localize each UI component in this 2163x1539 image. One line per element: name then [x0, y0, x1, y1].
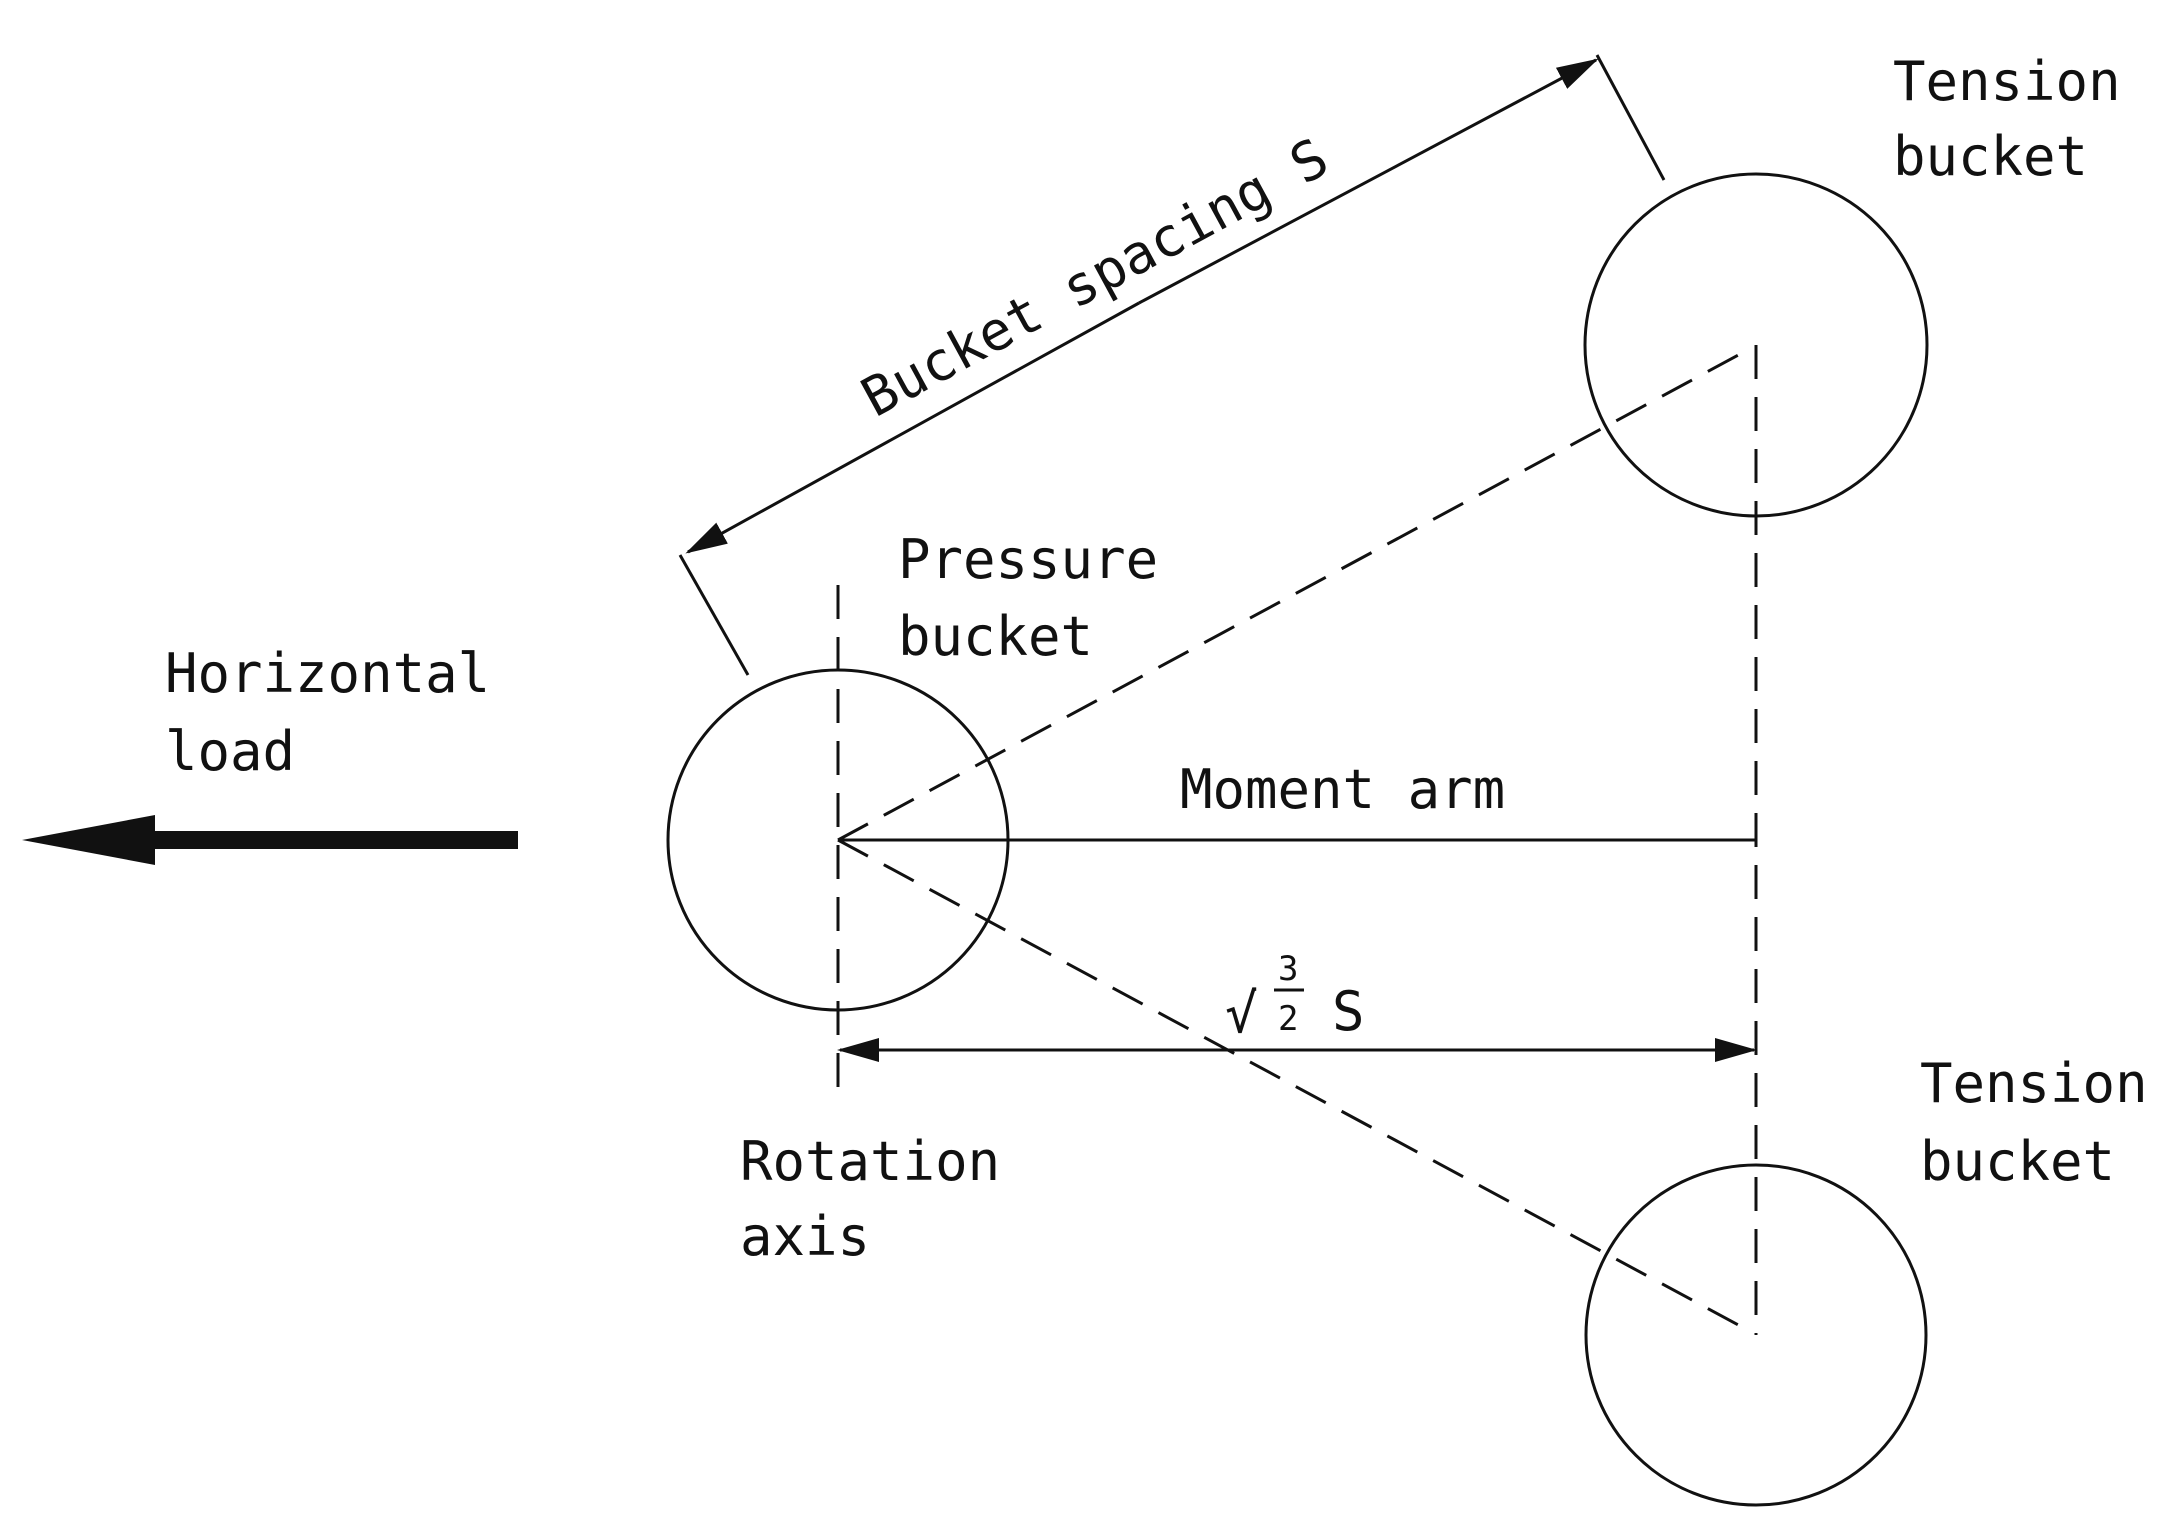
tension-bucket-top-label-line1: Tension — [1893, 50, 2121, 113]
tension-bucket-bottom-label-line2: bucket — [1920, 1130, 2115, 1193]
tension-bucket-bottom-circle — [1584, 1163, 1928, 1507]
pressure-bucket-label-line2: bucket — [898, 605, 1093, 668]
dashed-line-to-bottom-bucket — [837, 838, 1745, 1330]
rotation-axis-label-line2: axis — [740, 1205, 870, 1268]
bucket-spacing-extension-right — [1595, 54, 1666, 181]
bucket-spacing-label: Bucket spacing S — [851, 126, 1338, 430]
horizontal-load-arrowhead — [22, 815, 155, 865]
horizontal-load-label-line2: load — [165, 720, 295, 783]
moment-arm-label: Moment arm — [1180, 758, 1505, 821]
tension-bucket-bottom-label-line1: Tension — [1920, 1052, 2148, 1115]
sqrt-s-label: S — [1332, 980, 1365, 1043]
dashed-line-to-top-bucket — [837, 350, 1745, 842]
pressure-bucket-label-line1: Pressure — [898, 528, 1158, 591]
fraction-denominator: 2 — [1278, 999, 1298, 1039]
fraction-numerator: 3 — [1278, 949, 1298, 989]
bucket-spacing-arrow-right — [1138, 58, 1599, 305]
bucket-spacing-extension-left — [678, 554, 750, 676]
rotation-axis-label-line1: Rotation — [740, 1130, 1000, 1193]
sqrt-symbol: √ — [1225, 982, 1258, 1045]
horizontal-load-label-line1: Horizontal — [165, 642, 490, 705]
tension-bucket-top-label-line2: bucket — [1893, 125, 2088, 188]
bucket-spacing-arrow-left — [685, 301, 1140, 554]
